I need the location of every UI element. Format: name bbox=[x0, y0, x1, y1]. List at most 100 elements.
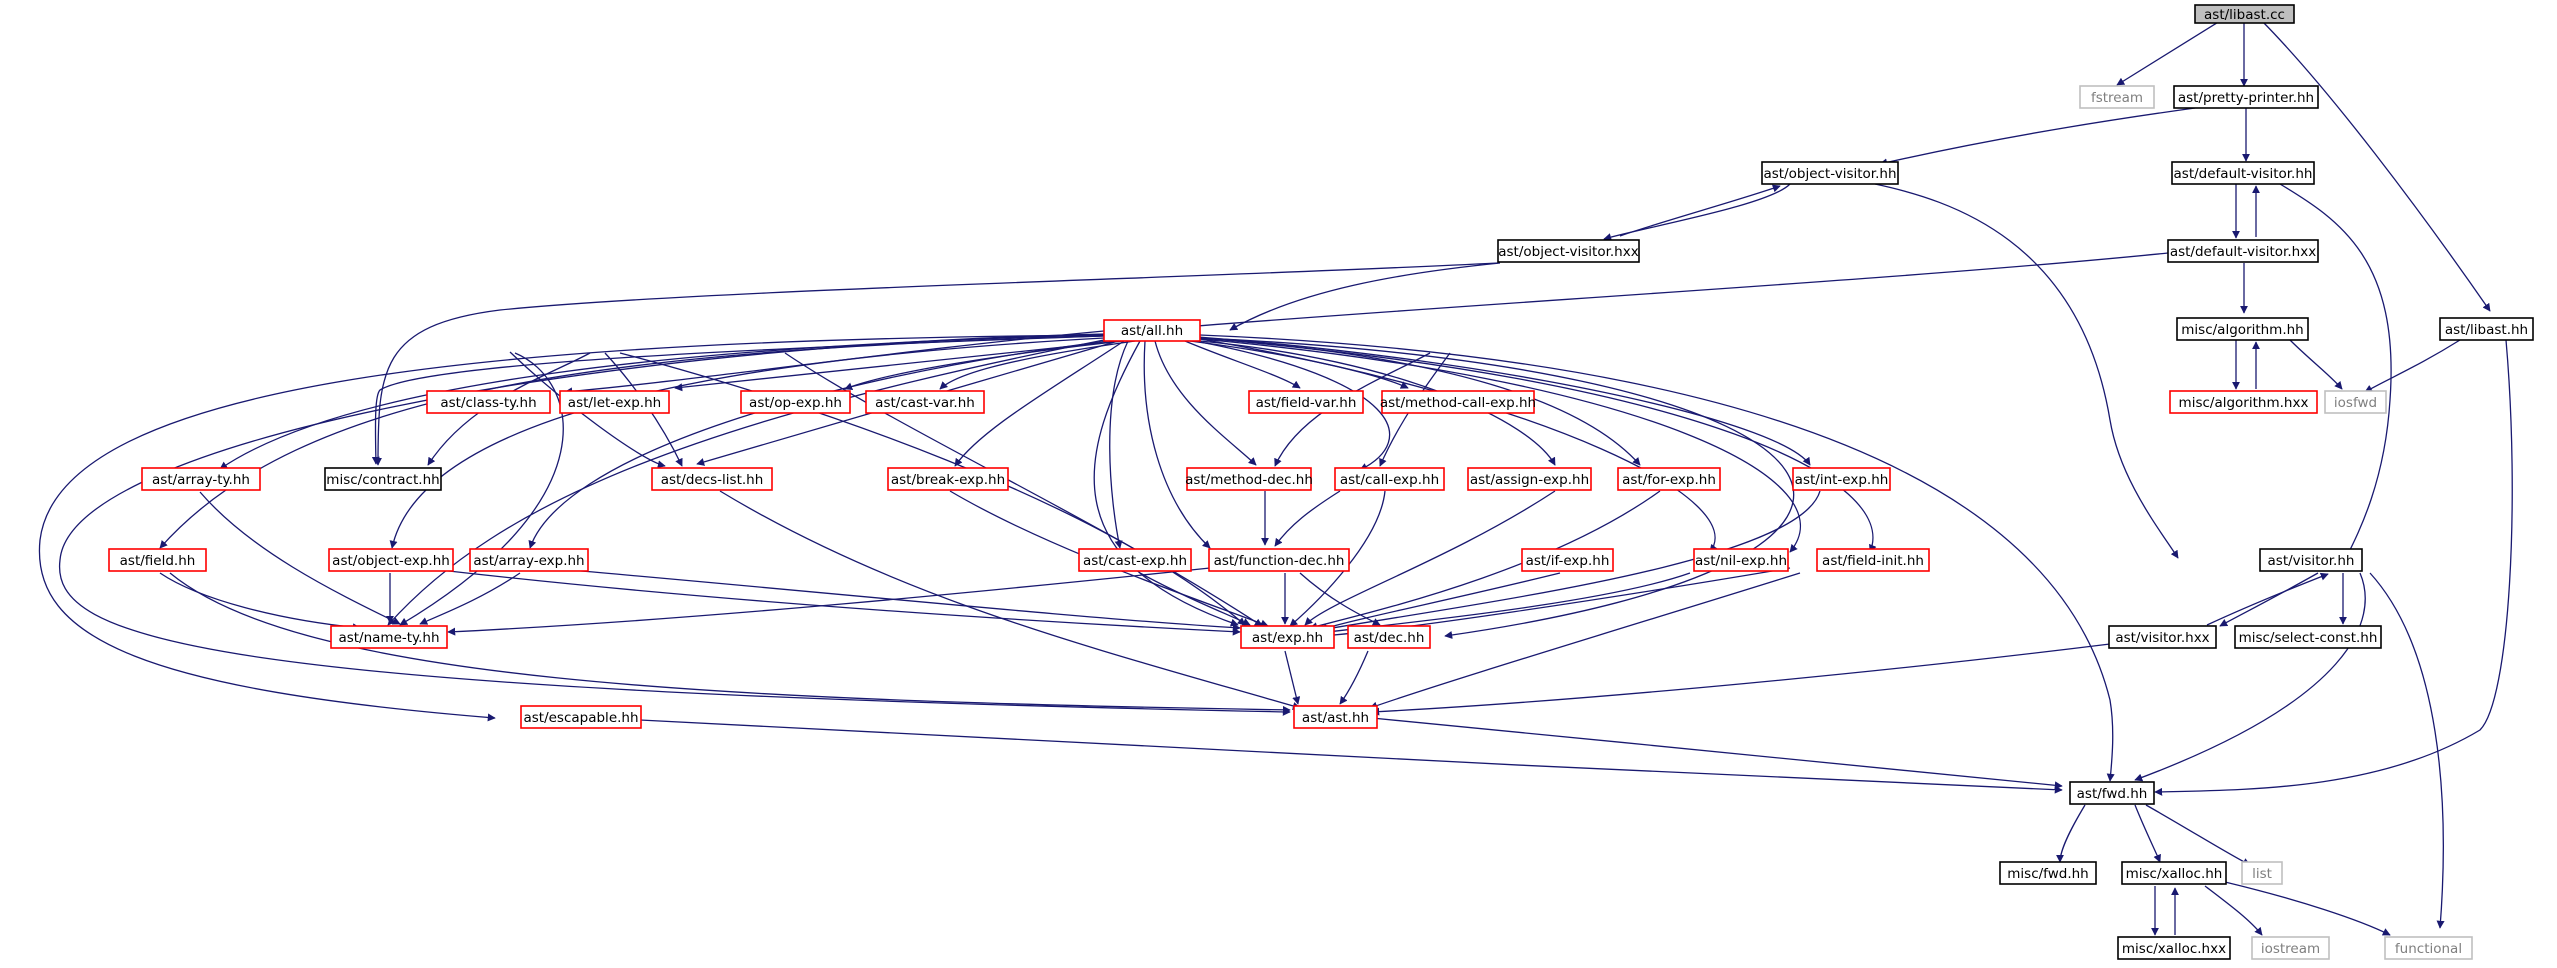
node-op-exp[interactable]: ast/op-exp.hh bbox=[740, 390, 851, 414]
edge bbox=[2134, 572, 2366, 782]
node-label: ast/method-dec.hh bbox=[1185, 472, 1313, 488]
node-assign-exp[interactable]: ast/assign-exp.hh bbox=[1467, 467, 1592, 491]
node-fstream[interactable]: fstream bbox=[2079, 85, 2155, 109]
node-functional[interactable]: functional bbox=[2384, 936, 2473, 960]
node-field-init[interactable]: ast/field-init.hh bbox=[1816, 548, 1930, 572]
node-algorithm-hh[interactable]: misc/algorithm.hh bbox=[2176, 317, 2309, 341]
node-dec-hh[interactable]: ast/dec.hh bbox=[1347, 625, 1431, 649]
node-class-ty[interactable]: ast/class-ty.hh bbox=[426, 390, 551, 414]
node-decs-list[interactable]: ast/decs-list.hh bbox=[651, 467, 773, 491]
node-label: ast/ast.hh bbox=[1302, 710, 1369, 726]
node-for-exp[interactable]: ast/for-exp.hh bbox=[1617, 467, 1721, 491]
node-object-visitor-hh[interactable]: ast/object-visitor.hh bbox=[1761, 161, 1899, 185]
edge bbox=[1199, 334, 2115, 782]
edge bbox=[1619, 184, 1781, 237]
node-label: ast/field-var.hh bbox=[1256, 395, 1357, 411]
node-field-var[interactable]: ast/field-var.hh bbox=[1248, 390, 1364, 414]
node-iosfwd[interactable]: iosfwd bbox=[2324, 390, 2387, 414]
node-label: misc/contract.hh bbox=[326, 472, 439, 488]
node-label: ast/class-ty.hh bbox=[440, 395, 536, 411]
node-field-hh[interactable]: ast/field.hh bbox=[108, 548, 207, 572]
node-contract[interactable]: misc/contract.hh bbox=[324, 467, 442, 491]
node-label: ast/object-visitor.hh bbox=[1763, 166, 1896, 182]
edge bbox=[1171, 252, 2169, 332]
edge bbox=[1369, 572, 1801, 710]
edge bbox=[2289, 339, 2343, 390]
node-object-visitor-hxx[interactable]: ast/object-visitor.hxx bbox=[1497, 239, 1640, 263]
node-ast-hh[interactable]: ast/ast.hh bbox=[1293, 705, 1378, 729]
node-function-dec[interactable]: ast/function-dec.hh bbox=[1208, 548, 1350, 572]
edge bbox=[1879, 107, 2196, 167]
node-root[interactable]: ast/libast.cc bbox=[2194, 4, 2295, 24]
node-default-visitor-hxx[interactable]: ast/default-visitor.hxx bbox=[2167, 239, 2319, 263]
node-select-const[interactable]: misc/select-const.hh bbox=[2234, 625, 2382, 649]
edge bbox=[1199, 337, 1795, 639]
node-label: ast/field.hh bbox=[120, 553, 196, 569]
edge bbox=[2145, 804, 2251, 866]
edge bbox=[1339, 650, 1369, 705]
node-algorithm-hxx[interactable]: misc/algorithm.hxx bbox=[2169, 390, 2318, 414]
node-visitor-hh[interactable]: ast/visitor.hh bbox=[2259, 548, 2363, 572]
edge bbox=[439, 569, 1241, 636]
node-let-exp[interactable]: ast/let-exp.hh bbox=[559, 390, 670, 414]
edge bbox=[1309, 490, 1661, 631]
node-label: ast/decs-list.hh bbox=[661, 472, 764, 488]
node-label: fstream bbox=[2091, 90, 2143, 106]
edge bbox=[169, 572, 1291, 714]
node-fwd-hh[interactable]: ast/fwd.hh bbox=[2069, 781, 2155, 805]
node-object-exp[interactable]: ast/object-exp.hh bbox=[328, 548, 454, 572]
node-escapable[interactable]: ast/escapable.hh bbox=[520, 705, 642, 729]
edge bbox=[1274, 490, 1341, 547]
node-xalloc-hxx[interactable]: misc/xalloc.hxx bbox=[2117, 936, 2231, 960]
edge bbox=[1109, 340, 1129, 549]
node-all-hh[interactable]: ast/all.hh bbox=[1103, 319, 1201, 342]
edge bbox=[1184, 340, 1301, 389]
node-label: misc/xalloc.hh bbox=[2126, 866, 2223, 882]
node-label: ast/exp.hh bbox=[1252, 630, 1323, 646]
edge bbox=[2154, 339, 2513, 796]
edge bbox=[2369, 572, 2445, 929]
node-default-visitor-hh[interactable]: ast/default-visitor.hh bbox=[2171, 161, 2315, 185]
edge bbox=[1284, 650, 1301, 705]
node-label: ast/object-visitor.hxx bbox=[1498, 244, 1638, 260]
node-nil-exp[interactable]: ast/nil-exp.hh bbox=[1693, 548, 1789, 572]
node-int-exp[interactable]: ast/int-exp.hh bbox=[1792, 467, 1891, 491]
node-label: iostream bbox=[2261, 941, 2320, 957]
node-misc-fwd[interactable]: misc/fwd.hh bbox=[1999, 861, 2097, 885]
edge bbox=[619, 352, 1246, 626]
node-label: misc/algorithm.hxx bbox=[2179, 395, 2309, 411]
node-name-ty[interactable]: ast/name-ty.hh bbox=[330, 625, 448, 649]
node-if-exp[interactable]: ast/if-exp.hh bbox=[1521, 548, 1614, 572]
node-label: ast/name-ty.hh bbox=[338, 630, 439, 646]
node-label: ast/op-exp.hh bbox=[749, 395, 842, 411]
node-libast-hh[interactable]: ast/libast.hh bbox=[2439, 317, 2534, 341]
node-call-exp[interactable]: ast/call-exp.hh bbox=[1334, 467, 1445, 491]
edge bbox=[1371, 643, 2111, 716]
node-break-exp[interactable]: ast/break-exp.hh bbox=[887, 467, 1009, 491]
edge bbox=[1194, 340, 1391, 471]
node-label: ast/field-init.hh bbox=[1822, 553, 1924, 569]
node-cast-var[interactable]: ast/cast-var.hh bbox=[865, 390, 985, 414]
edge bbox=[569, 569, 1241, 632]
node-method-dec[interactable]: ast/method-dec.hh bbox=[1185, 467, 1313, 491]
edge bbox=[447, 567, 1211, 636]
edge bbox=[2219, 572, 2319, 627]
node-method-call-exp[interactable]: ast/method-call-exp.hh bbox=[1380, 390, 1536, 414]
node-array-ty[interactable]: ast/array-ty.hh bbox=[141, 467, 261, 491]
node-iostream[interactable]: iostream bbox=[2251, 936, 2330, 960]
edge bbox=[2204, 885, 2263, 936]
edge bbox=[1199, 337, 1877, 553]
node-array-exp[interactable]: ast/array-exp.hh bbox=[469, 548, 589, 572]
node-label: ast/array-ty.hh bbox=[152, 472, 250, 488]
node-xalloc-hh[interactable]: misc/xalloc.hh bbox=[2121, 861, 2227, 885]
edge bbox=[1154, 340, 1257, 466]
node-pretty-printer[interactable]: ast/pretty-printer.hh bbox=[2173, 85, 2319, 109]
edge bbox=[1093, 340, 1239, 627]
edge bbox=[1197, 336, 1811, 466]
node-list[interactable]: list bbox=[2241, 861, 2283, 885]
node-exp-hh[interactable]: ast/exp.hh bbox=[1240, 625, 1335, 649]
edge-layer bbox=[38, 20, 2513, 936]
node-visitor-hxx[interactable]: ast/visitor.hxx bbox=[2108, 625, 2217, 649]
node-cast-exp[interactable]: ast/cast-exp.hh bbox=[1078, 548, 1192, 572]
node-label: ast/let-exp.hh bbox=[568, 395, 661, 411]
